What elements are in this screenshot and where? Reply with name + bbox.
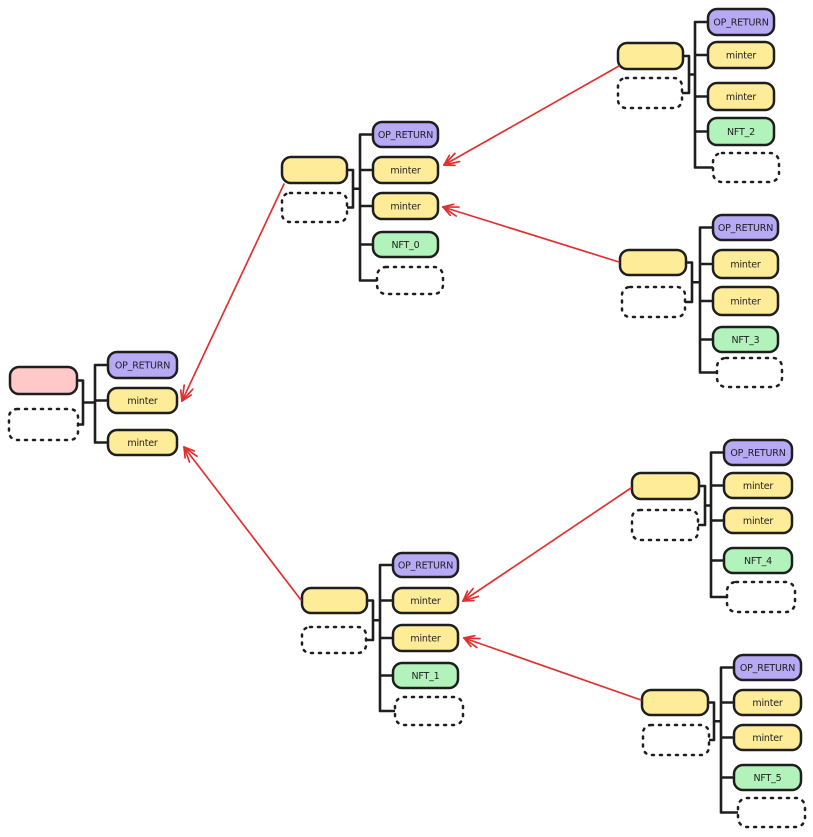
mint-tx-3-output-dashed-4: [715, 356, 784, 389]
mint-tx-4-output-dashed-4: [725, 580, 797, 614]
mint-tx-4-output-label-2: minter: [743, 516, 773, 527]
mint-tx-2-output-nft-3: [706, 116, 776, 147]
mint-tx-4-output-minter-1: [722, 471, 794, 500]
mint-tx-1-output-op_return-0: [391, 551, 460, 579]
arrow-mint-tx-2-to-mint-tx-0-minter-1: [443, 65, 620, 166]
mint-tx-0-change-box: [280, 191, 349, 224]
mint-tx-4-output-label-1: minter: [743, 481, 773, 492]
mint-tx-5-connector: [706, 666, 740, 814]
genesis-tx-output-minter-2: [106, 428, 179, 457]
mint-tx-2-output-label-0: OP_RETURN: [713, 18, 768, 29]
mint-tx-0-output-label-1: minter: [390, 166, 420, 177]
mint-tx-4-change-box: [630, 508, 700, 542]
mint-tx-2-output-dashed-4: [711, 151, 781, 184]
mint-tx-1-connector: [364, 563, 397, 713]
mint-tx-3-change-box: [620, 285, 687, 319]
mint-tx-3-output-op_return-0: [711, 213, 780, 242]
genesis-tx-output-label-1: minter: [127, 396, 157, 407]
mint-tx-1-output-minter-1: [391, 586, 460, 615]
arrow-mint-tx-1-to-genesis-minter-2: [183, 446, 302, 601]
mint-tx-3-output-minter-2: [711, 285, 780, 317]
arrow-mint-tx-0-to-genesis-minter-1-head: [181, 394, 193, 402]
genesis-tx-connector: [75, 363, 110, 444]
arrow-mint-tx-5-to-mint-tx-1-minter-2-head: [463, 637, 472, 648]
mint-tx-2-output-op_return-0: [706, 7, 776, 37]
mint-tx-4-output-minter-2: [722, 506, 794, 535]
mint-tx-5-output-nft-3: [732, 763, 803, 792]
mint-tx-0-output-label-2: minter: [390, 202, 420, 213]
mint-tx-2-output-minter-1: [706, 40, 776, 70]
mint-tx-5-output-dashed-4: [736, 796, 807, 829]
arrow-mint-tx-4-to-mint-tx-1-minter-1: [462, 487, 632, 602]
mint-tx-3-output-label-3: NFT_3: [731, 335, 759, 346]
mint-tx-3-output-label-0: OP_RETURN: [718, 223, 773, 234]
mint-tx-5-output-minter-1: [732, 688, 803, 717]
mint-tx-0-output-dashed-4: [375, 265, 445, 296]
mint-tx-2-output-label-3: NFT_2: [727, 127, 755, 138]
mint-tx-0-input-box: [280, 155, 349, 185]
mint-tx-0-output-op_return-0: [371, 120, 440, 149]
genesis-tx-output-label-0: OP_RETURN: [115, 361, 170, 372]
mint-tx-1-output-label-1: minter: [410, 596, 440, 607]
mint-tx-1-output-nft-3: [391, 661, 460, 690]
mint-tx-0-output-label-3: NFT_0: [391, 240, 419, 251]
mint-tx-2-change-box: [616, 76, 684, 110]
mint-tx-3-connector: [683, 226, 719, 374]
mint-tx-3-output-minter-1: [711, 248, 780, 280]
mint-tx-5-input-box: [640, 688, 710, 717]
arrow-mint-tx-2-to-mint-tx-0-minter-1-head: [443, 154, 451, 166]
mint-tx-5-output-op_return-0: [732, 653, 803, 682]
mint-tx-1-output-label-0: OP_RETURN: [398, 561, 453, 572]
mint-tx-4-output-label-3: NFT_4: [744, 556, 772, 567]
genesis-tx-input-box: [8, 365, 79, 396]
mint-tx-4-connector: [696, 451, 729, 599]
mint-tx-2-input-box: [616, 41, 685, 71]
genesis-tx-output-op_return-0: [106, 350, 179, 380]
arrow-mint-tx-0-to-genesis-minter-1-head: [179, 389, 183, 402]
arrow-mint-tx-1-to-genesis-minter-2-head: [183, 446, 196, 452]
mint-tx-2-connector: [680, 20, 715, 169]
mint-tx-4-output-op_return-0: [722, 438, 794, 467]
genesis-tx-output-label-2: minter: [127, 438, 157, 449]
mint-tx-5-output-label-3: NFT_5: [753, 773, 781, 784]
arrow-mint-tx-1-to-genesis-minter-2-head: [183, 446, 186, 459]
genesis-tx-change-box: [7, 407, 80, 442]
arrow-mint-tx-5-to-mint-tx-1-minter-2: [463, 637, 642, 701]
mint-tx-0-output-minter-1: [371, 155, 440, 185]
mint-tx-1-output-label-2: minter: [410, 634, 440, 645]
mint-tx-0-output-minter-2: [371, 191, 440, 221]
mint-tx-5-output-minter-2: [732, 723, 803, 752]
mint-tx-1-change-box: [300, 625, 368, 655]
mint-tx-2-output-minter-2: [706, 81, 776, 112]
mint-tx-3-output-nft-3: [711, 325, 780, 354]
mint-tx-5-output-label-1: minter: [752, 698, 782, 709]
mint-tx-4-input-box: [630, 471, 701, 501]
arrow-mint-tx-3-to-mint-tx-0-minter-2-head: [442, 203, 455, 208]
mint-tx-1-input-box: [300, 586, 369, 615]
arrow-mint-tx-5-to-mint-tx-1-minter-2-head: [463, 634, 476, 639]
mint-tx-4-output-label-0: OP_RETURN: [730, 448, 785, 459]
mint-tx-2-output-label-2: minter: [726, 92, 756, 103]
mint-tx-5-change-box: [641, 723, 711, 757]
mint-tx-4-output-nft-3: [722, 546, 794, 575]
mint-tx-1-output-minter-2: [391, 623, 460, 653]
mint-tx-1-output-dashed-4: [393, 695, 465, 727]
mint-tx-0-connector: [345, 133, 379, 282]
mint-tx-0-output-label-0: OP_RETURN: [378, 130, 433, 141]
mint-tx-2-output-label-1: minter: [726, 51, 756, 62]
genesis-tx-output-minter-1: [106, 386, 179, 415]
mint-tx-1-output-label-3: NFT_1: [411, 671, 439, 682]
mint-tx-0-output-nft-3: [371, 230, 440, 259]
mint-tx-3-output-label-2: minter: [730, 297, 760, 308]
mint-tx-5-output-label-0: OP_RETURN: [740, 663, 795, 674]
arrow-mint-tx-4-to-mint-tx-1-minter-1-head: [462, 590, 469, 602]
arrow-mint-tx-0-to-genesis-minter-1: [181, 183, 285, 402]
mint-tx-3-input-box: [618, 248, 688, 277]
arrow-mint-tx-3-to-mint-tx-0-minter-2-head: [442, 206, 452, 217]
mint-tx-5-output-label-2: minter: [752, 733, 782, 744]
arrow-mint-tx-3-to-mint-tx-0-minter-2: [442, 206, 620, 263]
mint-tx-3-output-label-1: minter: [730, 260, 760, 271]
